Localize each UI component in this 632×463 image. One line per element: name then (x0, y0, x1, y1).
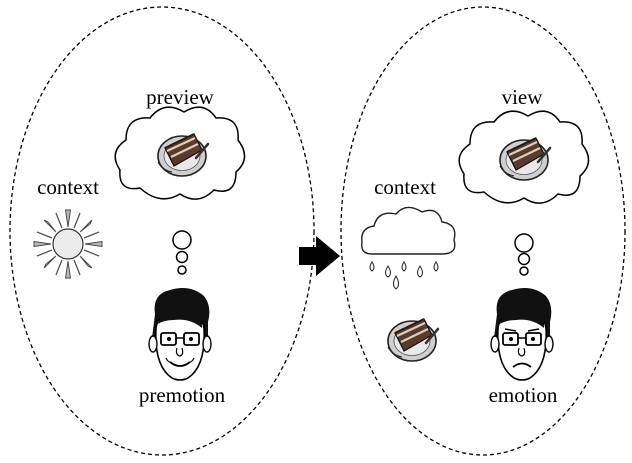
thought-bubble-medium (175, 250, 189, 264)
cake-plate-icon (386, 317, 440, 363)
right-panel-boundary (340, 6, 626, 456)
premotion-label: premotion (139, 383, 226, 407)
sun-icon (33, 209, 103, 279)
smiling-person-icon (148, 287, 212, 381)
right-panel: view context emotion (340, 6, 626, 456)
right-arrow-icon (299, 236, 340, 276)
context-label: context (374, 175, 436, 199)
left-panel: preview context premotion (9, 6, 315, 456)
thought-bubble-small (519, 266, 529, 276)
view-label: view (502, 85, 544, 109)
thought-bubble-large (514, 233, 534, 253)
thought-bubble-large (172, 230, 192, 250)
thought-bubble-medium (517, 252, 531, 266)
frowning-person-icon (490, 287, 554, 381)
thought-bubble-small (177, 265, 187, 275)
left-panel-boundary (9, 6, 315, 456)
rain-cloud-icon (361, 206, 456, 290)
preview-label: preview (146, 85, 214, 109)
context-label: context (37, 175, 99, 199)
emotion-label: emotion (489, 383, 558, 407)
